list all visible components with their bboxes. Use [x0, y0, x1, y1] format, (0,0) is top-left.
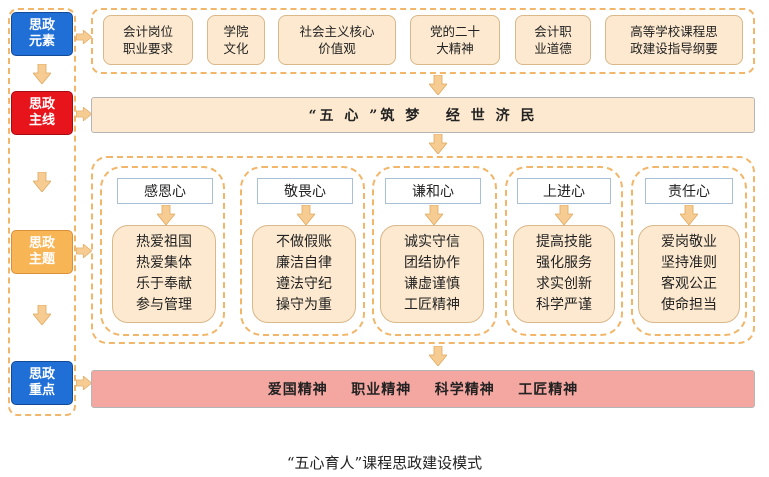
arrow-down-icon	[297, 205, 315, 225]
arrow-down-icon	[555, 205, 573, 225]
theme-heart-label: 谦和心	[385, 178, 481, 204]
element-tag-line1: 党的二十	[429, 24, 480, 39]
theme-value: 参与管理	[136, 297, 192, 313]
arrow-down-icon	[157, 205, 175, 225]
theme-value: 廉洁自律	[276, 255, 332, 271]
theme-heart-label: 责任心	[645, 178, 733, 204]
theme-value: 工匠精神	[404, 297, 460, 313]
theme-value: 热爱祖国	[136, 234, 192, 250]
sidebar-item-elements: 思政 元素	[11, 12, 73, 56]
element-tag-line2: 业道德	[534, 41, 572, 56]
element-tag-line1: 高等学校课程思	[630, 24, 718, 39]
theme-column	[100, 166, 225, 336]
theme-heart-label: 上进心	[517, 178, 611, 204]
sidebar-item-line1: 思政	[28, 97, 55, 112]
arrow-right-icon	[76, 30, 92, 44]
theme-value: 诚实守信	[404, 234, 460, 250]
element-tag: 高等学校课程思 政建设指导纲要	[605, 15, 743, 65]
theme-values: 提高技能 强化服务 求实创新 科学严谨	[513, 225, 615, 323]
sidebar-item-line2: 主题	[28, 252, 55, 267]
element-tag: 学院 文化	[207, 15, 265, 65]
element-tag: 会计岗位 职业要求	[103, 15, 193, 65]
theme-value: 使命担当	[661, 297, 717, 313]
focus-banner: 爱国精神 职业精神 科学精神 工匠精神	[91, 370, 755, 408]
element-tag: 党的二十 大精神	[410, 15, 500, 65]
element-tag: 会计职 业道德	[515, 15, 591, 65]
theme-value: 热爱集体	[136, 255, 192, 271]
theme-value: 提高技能	[536, 234, 592, 250]
theme-value: 爱岗敬业	[661, 234, 717, 250]
theme-value: 乐于奉献	[136, 276, 192, 292]
sidebar-item-mainline: 思政 主线	[11, 91, 73, 135]
arrow-down-icon	[680, 205, 698, 225]
sidebar-item-focus: 思政 重点	[11, 361, 73, 405]
theme-column	[505, 166, 623, 336]
element-tag-line2: 价值观	[318, 41, 356, 56]
element-tag-line1: 会计岗位	[122, 24, 173, 39]
arrow-down-icon	[425, 205, 443, 225]
arrow-down-icon	[429, 134, 447, 154]
theme-column	[240, 166, 365, 336]
sidebar-item-themes: 思政 主题	[11, 230, 73, 274]
arrow-down-icon	[33, 172, 51, 192]
theme-value: 科学严谨	[536, 297, 592, 313]
element-tag-line2: 职业要求	[122, 41, 173, 56]
arrow-down-icon	[429, 75, 447, 95]
theme-values: 不做假账 廉洁自律 遵法守纪 操守为重	[252, 225, 356, 323]
theme-value: 强化服务	[536, 255, 592, 271]
theme-column	[631, 166, 747, 336]
figure-caption: “五心育人”课程思政建设模式	[286, 454, 483, 472]
arrow-down-icon	[429, 346, 447, 366]
arrow-down-icon	[33, 305, 51, 325]
element-tag-line1: 会计职	[534, 24, 572, 39]
element-tag-line2: 文化	[223, 41, 249, 56]
theme-values: 诚实守信 团结协作 谦虚谨慎 工匠精神	[380, 225, 484, 323]
mainline-banner: “五 心 ”筑 梦 经 世 济 民	[91, 97, 755, 133]
theme-values: 热爱祖国 热爱集体 乐于奉献 参与管理	[112, 225, 216, 323]
theme-values: 爱岗敬业 坚持准则 客观公正 使命担当	[638, 225, 740, 323]
sidebar-item-line2: 元素	[28, 34, 55, 49]
sidebar-frame	[8, 8, 76, 416]
sidebar-item-line2: 主线	[28, 113, 55, 128]
theme-value: 团结协作	[404, 255, 460, 271]
themes-frame	[91, 156, 755, 344]
theme-value: 坚持准则	[661, 255, 717, 271]
arrow-down-icon	[33, 64, 51, 84]
theme-heart-label: 敬畏心	[257, 178, 353, 204]
theme-value: 求实创新	[536, 276, 592, 292]
theme-value: 遵法守纪	[276, 276, 332, 292]
theme-column	[372, 166, 497, 336]
sidebar-item-line2: 重点	[28, 383, 55, 398]
theme-value: 客观公正	[661, 276, 717, 292]
theme-value: 不做假账	[276, 234, 332, 250]
theme-value: 谦虚谨慎	[404, 276, 460, 292]
sidebar-item-line1: 思政	[28, 367, 55, 382]
element-tag-line2: 大精神	[436, 41, 474, 56]
arrow-right-icon	[76, 244, 92, 258]
element-tag-line1: 学院	[223, 24, 249, 39]
theme-heart-label: 感恩心	[117, 178, 213, 204]
arrow-right-icon	[76, 107, 92, 121]
element-tag-line1: 社会主义核心	[299, 24, 375, 39]
sidebar-item-line1: 思政	[28, 236, 55, 251]
theme-value: 操守为重	[276, 297, 332, 313]
element-tag-line2: 政建设指导纲要	[630, 41, 718, 56]
elements-frame	[91, 8, 755, 74]
element-tag: 社会主义核心 价值观	[278, 15, 396, 65]
arrow-right-icon	[76, 376, 92, 390]
sidebar-item-line1: 思政	[28, 18, 55, 33]
